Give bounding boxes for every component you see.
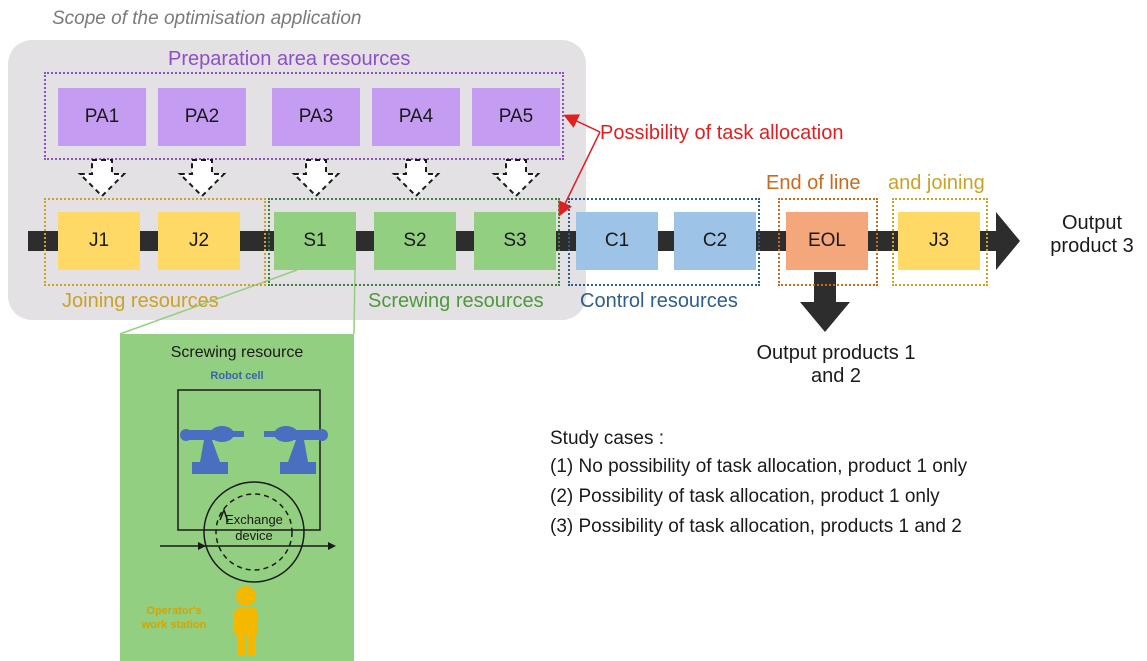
allocation-arrow-to-pa5 xyxy=(563,114,601,133)
output-products12-label: Output products 1 and 2 xyxy=(716,342,956,388)
output-arrow-head xyxy=(996,212,1020,270)
operator-station-line2: work station xyxy=(141,619,207,631)
resource-s3: S3 xyxy=(474,212,556,270)
output-product3-line2: product 3 xyxy=(1050,235,1134,257)
zoom-line-right xyxy=(353,269,356,335)
left-robot-icon xyxy=(180,426,244,474)
exchange-device-dashed-ring xyxy=(215,493,293,571)
screwing-detail-title: Screwing resource xyxy=(170,344,304,361)
control-group-label: Control resources xyxy=(580,290,738,312)
resource-s2: S2 xyxy=(374,212,456,270)
down-arrow-pa2 xyxy=(177,159,227,198)
resource-pa4: PA4 xyxy=(372,88,460,146)
study-case-2: (2) Possibility of task allocation, prod… xyxy=(550,486,940,507)
output-products12-line1: Output products 1 xyxy=(756,342,916,364)
study-cases-title: Study cases : xyxy=(550,428,665,449)
final-joining-group-label: and joining xyxy=(888,172,985,194)
scope-title: Scope of the optimisation application xyxy=(52,8,362,29)
joining-group-label: Joining resources xyxy=(62,290,219,312)
output-products12-line2: and 2 xyxy=(810,365,862,387)
operator-station-label: Operator's work station xyxy=(134,604,214,632)
exchange-device-label: Exchange device xyxy=(204,512,304,544)
resource-j1: J1 xyxy=(58,212,140,270)
operator-icon xyxy=(234,586,258,656)
study-case-1: (1) No possibility of task allocation, p… xyxy=(550,456,968,477)
control-group xyxy=(568,198,760,286)
operator-station-line1: Operator's xyxy=(146,605,202,617)
screwing-group xyxy=(268,198,560,286)
down-arrow-pa4 xyxy=(391,159,441,198)
eol-group-label: End of line xyxy=(766,172,861,194)
robot-cell-label: Robot cell xyxy=(210,370,264,382)
task-allocation-label: Possibility of task allocation xyxy=(600,122,844,144)
resource-eol: EOL xyxy=(786,212,868,270)
down-arrow-pa3 xyxy=(291,159,341,198)
right-robot-icon xyxy=(264,426,328,474)
output-down-arrow xyxy=(800,272,850,332)
preparation-area-group xyxy=(44,72,564,160)
down-arrow-pa1 xyxy=(77,159,127,198)
exchange-device-line2: device xyxy=(235,528,273,543)
exchange-device-line1: Exchange xyxy=(225,512,283,527)
resource-pa5: PA5 xyxy=(472,88,560,146)
resource-s1: S1 xyxy=(274,212,356,270)
resource-j3: J3 xyxy=(898,212,980,270)
preparation-area-label: Preparation area resources xyxy=(168,48,411,70)
screwing-group-label: Screwing resources xyxy=(368,290,544,312)
joining-group xyxy=(44,198,266,286)
eol-group xyxy=(778,198,878,286)
exchange-device-circle xyxy=(203,481,305,583)
resource-c1: C1 xyxy=(576,212,658,270)
resource-j2: J2 xyxy=(158,212,240,270)
output-product3-line1: Output xyxy=(1061,212,1123,234)
resource-c2: C2 xyxy=(674,212,756,270)
final-joining-group xyxy=(892,198,988,286)
resource-pa1: PA1 xyxy=(58,88,146,146)
resource-pa3: PA3 xyxy=(272,88,360,146)
zoom-line-left xyxy=(119,269,298,335)
output-product3-label: Output product 3 xyxy=(1040,212,1144,258)
down-arrow-pa5 xyxy=(491,159,541,198)
robot-cell-diagram xyxy=(160,389,336,656)
resource-pa2: PA2 xyxy=(158,88,246,146)
screwing-resource-detail-panel: Screwing resource Robot cell xyxy=(120,334,354,661)
study-case-3: (3) Possibility of task allocation, prod… xyxy=(550,516,962,537)
allocation-arrow-to-s3 xyxy=(558,131,601,217)
